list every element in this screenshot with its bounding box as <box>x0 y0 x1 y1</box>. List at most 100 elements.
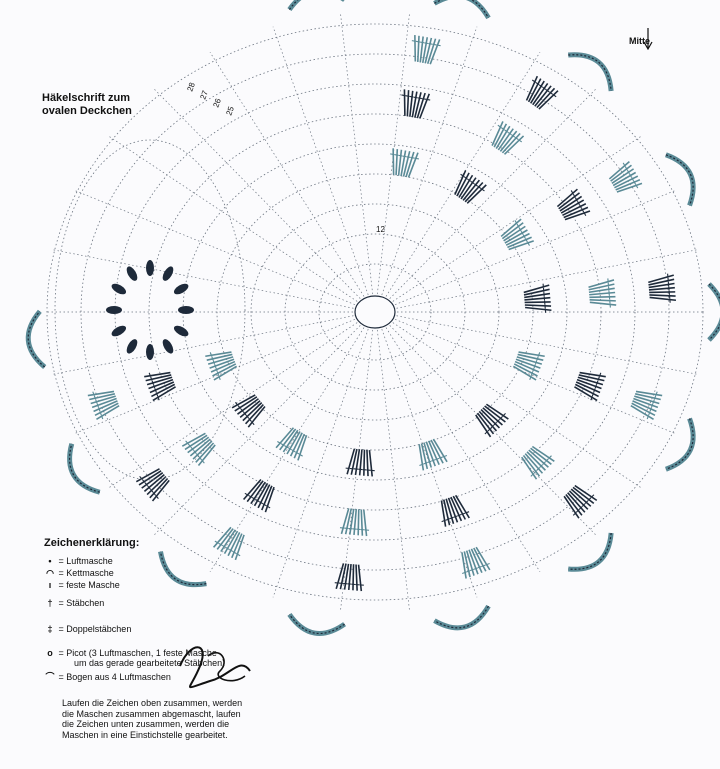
stitch-fan <box>418 438 448 471</box>
stitch-mark <box>248 418 252 422</box>
stitch-mark <box>138 470 162 486</box>
stitch-fan <box>521 445 555 480</box>
stitch-mark <box>424 37 433 64</box>
stitch-mark <box>524 292 551 299</box>
stitch-mark <box>549 91 554 95</box>
flower-petal <box>178 306 194 314</box>
stitch-mark <box>363 449 366 476</box>
stitch-mark <box>563 495 580 519</box>
stitch-mark <box>424 42 429 45</box>
stitch-mark <box>418 444 425 471</box>
stitch-mark <box>237 398 259 415</box>
stitch-mark <box>538 84 543 88</box>
stitch-mark <box>360 509 364 536</box>
stitch-mark <box>227 532 241 557</box>
chain-spoke <box>389 325 597 536</box>
stitch-mark <box>423 462 428 465</box>
stitch-mark <box>467 178 472 182</box>
legend-label: = Picot (3 Luftmaschen, 1 feste Masche <box>58 648 217 658</box>
stitch-fan <box>475 403 509 438</box>
chain-spoke <box>153 325 361 536</box>
stitch-mark <box>517 353 544 361</box>
stitch-mark <box>286 431 301 455</box>
scallop-arch <box>287 612 347 636</box>
stitch-mark <box>597 376 600 381</box>
stitch-mark <box>209 352 213 357</box>
stitch-mark <box>146 475 167 496</box>
stitch-mark <box>431 459 436 462</box>
stitch-mark <box>648 282 675 289</box>
stitch-mark <box>405 95 410 97</box>
arch-band <box>664 417 696 472</box>
stitch-mark <box>523 284 550 294</box>
stitch-mark <box>358 449 363 476</box>
stitch-mark <box>144 371 171 378</box>
stitch-mark <box>420 41 425 44</box>
chain-ring <box>182 143 568 481</box>
stitch-mark <box>157 396 160 401</box>
center-ring <box>354 295 396 329</box>
stitch-mark <box>484 405 506 423</box>
stitch-mark <box>213 365 238 381</box>
chain-spoke <box>73 189 356 306</box>
stitch-mark <box>419 36 424 63</box>
flower-petal <box>173 283 189 295</box>
stitch-fan <box>630 390 663 420</box>
stitch-mark <box>525 306 552 312</box>
stitch-mark <box>458 174 474 198</box>
stitch-mark <box>253 482 269 507</box>
stitch-fan <box>648 273 677 303</box>
stitch-mark <box>400 150 407 177</box>
stitch-mark <box>457 514 462 517</box>
stitch-mark <box>343 563 350 590</box>
stitch-mark <box>355 564 358 591</box>
stitch-mark <box>496 418 500 423</box>
legend-item: † = Stäbchen <box>44 598 284 608</box>
stitch-mark <box>514 360 540 373</box>
stitch-mark <box>247 405 266 428</box>
note-line: Maschen in eine Einstichstelle gearbeite… <box>62 729 228 740</box>
stitch-mark <box>297 435 308 461</box>
chain-spoke <box>394 318 677 435</box>
stitch-mark <box>503 135 525 155</box>
scallop-arch <box>433 604 491 631</box>
stitch-mark <box>461 571 467 575</box>
stitch-mark <box>362 509 368 537</box>
stitch-mark <box>223 530 239 555</box>
stitch-mark <box>242 402 263 422</box>
stitch-mark <box>497 128 514 151</box>
stitch-fan <box>339 508 370 537</box>
stitch-mark <box>649 294 676 297</box>
stitch-mark <box>280 443 285 447</box>
stitch-mark <box>148 378 174 390</box>
stitch-mark <box>425 441 436 467</box>
legend-label: = Doppelstäbchen <box>58 624 132 634</box>
stitch-mark <box>520 230 524 236</box>
stitch-mark <box>428 42 433 45</box>
stitch-mark <box>264 486 275 513</box>
stitch-mark <box>527 78 542 103</box>
stitch-mark <box>562 203 587 216</box>
stitch-mark <box>537 352 541 357</box>
flower-petal <box>162 266 174 281</box>
stitch-mark <box>243 411 247 416</box>
legend-heading: Zeichenerklärung: <box>44 537 140 549</box>
stitch-fan <box>440 494 470 527</box>
stitch-mark <box>89 393 116 401</box>
stitch-mark <box>460 173 465 177</box>
stitch-mark <box>475 414 492 438</box>
stitch-mark <box>441 519 446 523</box>
stitch-mark <box>139 475 143 480</box>
stitch-mark <box>214 363 217 369</box>
stitch-mark <box>212 363 237 377</box>
stitch-mark <box>403 89 406 116</box>
stitch-mark <box>189 438 211 457</box>
stitch-mark <box>524 238 528 243</box>
legend-item: ‡ = Doppelstäbchen <box>44 624 284 634</box>
chain-spoke <box>107 135 358 302</box>
stitch-mark <box>187 443 192 448</box>
stitch-mark <box>611 168 635 184</box>
chart-title-line-1: Häkelschrift zum <box>42 92 131 104</box>
arch-stitches <box>68 443 100 493</box>
stitch-mark <box>480 409 501 429</box>
